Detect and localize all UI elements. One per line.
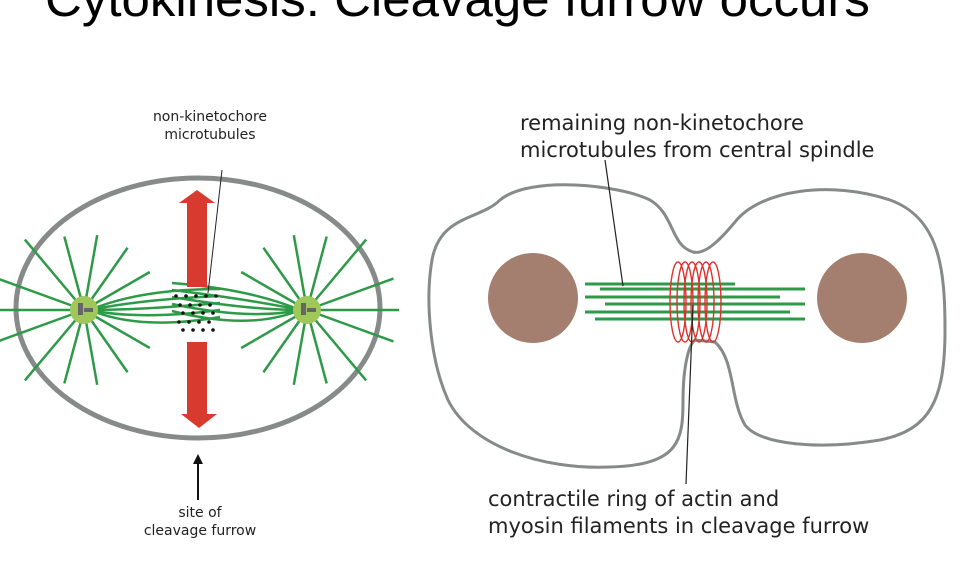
astral-microtubule (306, 238, 368, 311)
spindle-microtubule (171, 302, 301, 316)
ring-filament (697, 261, 715, 343)
dot (198, 303, 202, 307)
ring-filament (690, 261, 708, 343)
nucleus-left (488, 253, 578, 343)
remaining-microtubules (585, 282, 805, 321)
dot (197, 320, 201, 324)
spindle-microtubule (171, 295, 301, 312)
dot (178, 303, 182, 307)
label-line: cleavage furrow (143, 522, 257, 539)
astral-microtubule (306, 309, 368, 382)
slide-title: Cytokinesis: Cleavage furrow occurs (45, 0, 870, 28)
astral-microtubule (306, 277, 394, 312)
label-contractile-ring: contractile ring of actin and myosin fila… (488, 486, 869, 541)
arrow-down (181, 342, 217, 428)
cell-membrane (13, 175, 383, 441)
dot (201, 311, 205, 315)
cell-membrane (427, 183, 947, 469)
label-remaining-microtubules: remaining non-kinetochore microtubules fr… (520, 110, 874, 165)
right-cell (427, 159, 947, 485)
ring-filament (669, 261, 687, 343)
contractile-ring (669, 261, 722, 343)
spindle-microtubule (89, 287, 221, 312)
label-line: site of (178, 505, 222, 521)
dot (207, 320, 211, 324)
left-cell (0, 169, 399, 500)
astral-microtubule (0, 278, 85, 312)
dot (211, 311, 215, 315)
dot (181, 328, 185, 332)
label-line: microtubules (164, 126, 256, 143)
dot (208, 303, 212, 307)
spindle-microtubule (89, 301, 221, 312)
pointer-line (207, 169, 223, 294)
label-line: myosin filaments in cleavage furrow (488, 514, 870, 539)
dot (184, 294, 188, 298)
dot (191, 328, 195, 332)
spindle-microtubule (171, 308, 301, 322)
label-line: contractile ring of actin and (488, 487, 780, 511)
dot (187, 320, 191, 324)
dot (194, 294, 198, 298)
astral-microtubule (23, 238, 85, 311)
arrow-up (179, 190, 215, 287)
spindle-microtubule (171, 288, 301, 312)
spindle-microtubules (0, 234, 399, 386)
dot (177, 320, 181, 324)
astral-microtubule (23, 309, 85, 382)
label-line: non-kinetochore (152, 109, 268, 125)
nucleus-right (817, 253, 907, 343)
ring-filament (704, 261, 722, 343)
dot (181, 311, 185, 315)
dot (174, 294, 178, 298)
ring-filament (676, 261, 694, 343)
spindle-microtubule (89, 308, 221, 324)
label-line: remaining non-kinetochore (520, 111, 804, 135)
dot (188, 303, 192, 307)
overlap-dots (174, 294, 218, 332)
dot (211, 328, 215, 332)
dot (201, 328, 205, 332)
dot (204, 294, 208, 298)
astral-microtubule (0, 308, 85, 342)
astral-microtubule (306, 308, 394, 343)
dot (191, 311, 195, 315)
label-line: microtubules from central spindle (520, 138, 875, 163)
dot (214, 294, 218, 298)
spindle-microtubule (89, 294, 221, 312)
